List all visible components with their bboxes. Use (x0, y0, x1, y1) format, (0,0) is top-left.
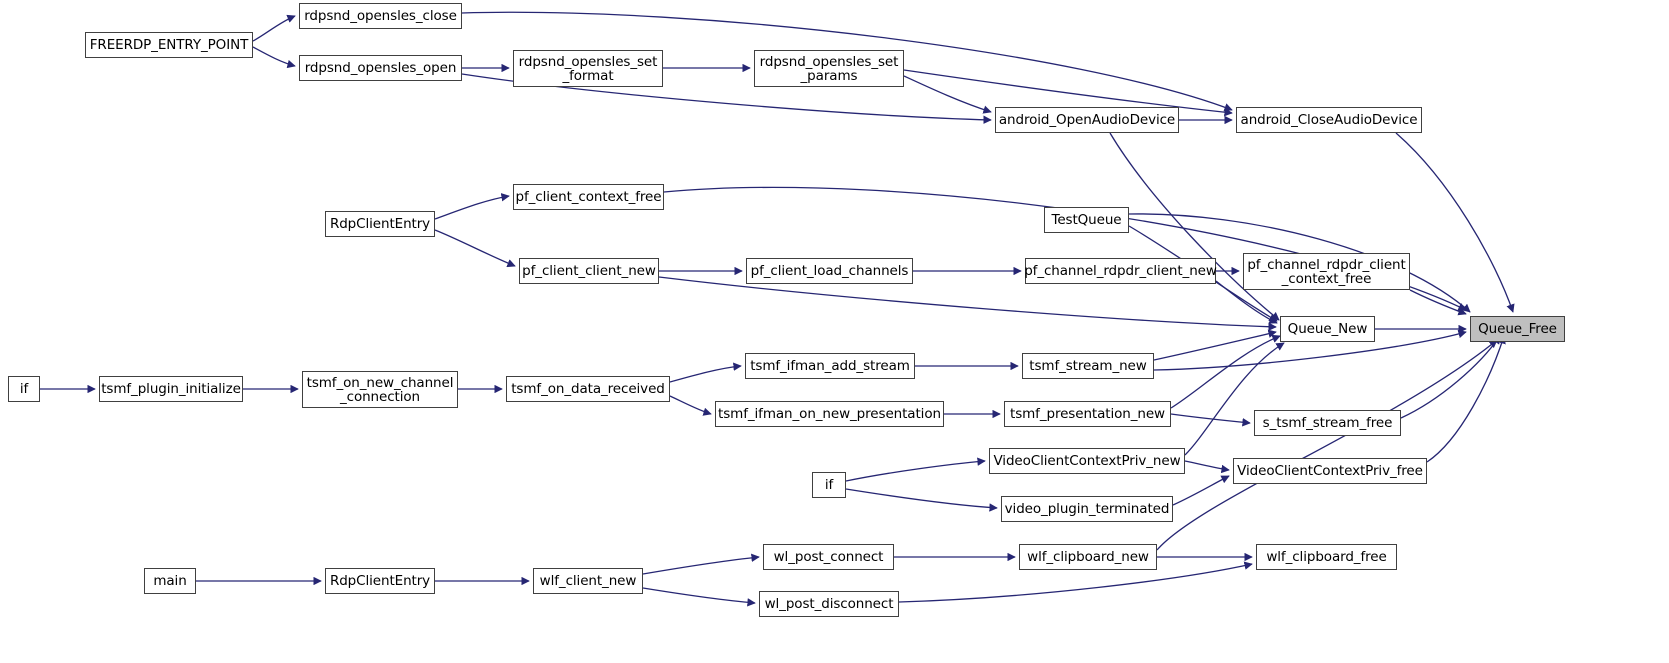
node-tsmf_on_new_channel_connection[interactable]: tsmf_on_new_channel _connection (302, 371, 458, 408)
edge-freerdp_entry_point-to-rdpsnd_opensles_open (252, 46, 296, 69)
edge-if_video-to-videoclientcontextpriv_new (845, 457, 986, 482)
node-rdpsnd_opensles_set_format[interactable]: rdpsnd_opensles_set _format (513, 50, 663, 87)
edge-if_video-to-video_plugin_terminated (845, 488, 998, 512)
node-rdpcliententry_bottom[interactable]: RdpClientEntry (325, 568, 435, 594)
node-videoclientcontextpriv_new[interactable]: VideoClientContextPriv_new (989, 448, 1185, 474)
edge-wlf_client_new-to-wl_post_connect (642, 553, 760, 575)
node-if_tsmf[interactable]: if (8, 376, 40, 402)
edge-videoclientcontextpriv_new-to-queue_new (1184, 342, 1285, 456)
node-tsmf_presentation_new[interactable]: tsmf_presentation_new (1004, 401, 1171, 427)
edge-wlf_client_new-to-wl_post_disconnect (642, 587, 756, 607)
node-videoclientcontextpriv_free[interactable]: VideoClientContextPriv_free (1233, 458, 1427, 484)
edge-pf_client_context_free-to-queue_free (663, 186, 1467, 311)
edge-wlf_clipboard_new-to-queue_free (1156, 339, 1498, 551)
edge-android_openaudiodevice-to-queue_new (1109, 132, 1280, 321)
edge-tsmf_stream_new-to-queue_new (1153, 329, 1277, 361)
node-s_tsmf_stream_free[interactable]: s_tsmf_stream_free (1254, 410, 1401, 436)
node-android_closeaudiodevice[interactable]: android_CloseAudioDevice (1236, 107, 1422, 133)
edge-rdpcliententry_top-to-pf_client_client_new (434, 229, 516, 268)
node-freerdp_entry_point[interactable]: FREERDP_ENTRY_POINT (85, 32, 253, 58)
edge-videoclientcontextpriv_new-to-videoclientcontextpriv_free (1184, 460, 1230, 474)
node-rdpsnd_opensles_set_params[interactable]: rdpsnd_opensles_set _params (754, 50, 904, 87)
node-main[interactable]: main (144, 568, 196, 594)
node-tsmf_on_data_received[interactable]: tsmf_on_data_received (506, 376, 670, 402)
node-if_video[interactable]: if (812, 472, 846, 498)
edge-rdpsnd_opensles_set_params-to-android_openaudiodevice (903, 75, 992, 114)
node-pf_channel_rdpdr_client_context_free[interactable]: pf_channel_rdpdr_client _context_free (1243, 253, 1410, 290)
node-video_plugin_terminated[interactable]: video_plugin_terminated (1001, 496, 1173, 522)
node-pf_client_context_free[interactable]: pf_client_context_free (513, 184, 664, 210)
node-tsmf_plugin_initialize[interactable]: tsmf_plugin_initialize (99, 376, 243, 402)
edge-freerdp_entry_point-to-rdpsnd_opensles_close (252, 14, 296, 42)
edge-tsmf_presentation_new-to-s_tsmf_stream_free (1170, 413, 1251, 427)
node-pf_client_load_channels[interactable]: pf_client_load_channels (746, 258, 913, 284)
node-testqueue[interactable]: TestQueue (1044, 207, 1129, 233)
node-rdpsnd_opensles_open[interactable]: rdpsnd_opensles_open (299, 55, 462, 81)
node-tsmf_ifman_add_stream[interactable]: tsmf_ifman_add_stream (745, 353, 915, 379)
edge-tsmf_presentation_new-to-queue_new (1170, 334, 1281, 409)
node-pf_channel_rdpdr_client_new[interactable]: pf_channel_rdpdr_client_new (1024, 258, 1217, 284)
node-queue_free[interactable]: Queue_Free (1470, 316, 1565, 342)
node-tsmf_ifman_on_new_presentation[interactable]: tsmf_ifman_on_new_presentation (715, 401, 944, 427)
node-wlf_client_new[interactable]: wlf_client_new (533, 568, 643, 594)
edge-tsmf_on_data_received-to-tsmf_ifman_add_stream (669, 362, 742, 383)
edge-pf_channel_rdpdr_client_context_free-to-queue_free (1409, 289, 1467, 316)
node-rdpcliententry_top[interactable]: RdpClientEntry (325, 211, 435, 237)
node-rdpsnd_opensles_close[interactable]: rdpsnd_opensles_close (299, 3, 462, 29)
node-android_openaudiodevice[interactable]: android_OpenAudioDevice (995, 107, 1179, 133)
node-wl_post_disconnect[interactable]: wl_post_disconnect (759, 591, 899, 617)
edge-tsmf_on_data_received-to-tsmf_ifman_on_new_presentation (669, 395, 712, 416)
edge-rdpcliententry_top-to-pf_client_context_free (434, 193, 510, 220)
edge-videoclientcontextpriv_free-to-queue_free (1426, 335, 1506, 463)
node-wlf_clipboard_free[interactable]: wlf_clipboard_free (1256, 544, 1397, 570)
edge-android_closeaudiodevice-to-queue_free (1395, 132, 1515, 313)
edge-pf_client_client_new-to-queue_new (658, 276, 1277, 331)
node-queue_new[interactable]: Queue_New (1280, 316, 1375, 342)
node-pf_client_client_new[interactable]: pf_client_client_new (519, 258, 659, 284)
edges-group (40, 11, 1515, 607)
edge-video_plugin_terminated-to-videoclientcontextpriv_free (1172, 475, 1230, 506)
node-wlf_clipboard_new[interactable]: wlf_clipboard_new (1019, 544, 1157, 570)
edge-s_tsmf_stream_free-to-queue_free (1400, 335, 1501, 419)
node-tsmf_stream_new[interactable]: tsmf_stream_new (1022, 353, 1154, 379)
node-wl_post_connect[interactable]: wl_post_connect (763, 544, 894, 570)
